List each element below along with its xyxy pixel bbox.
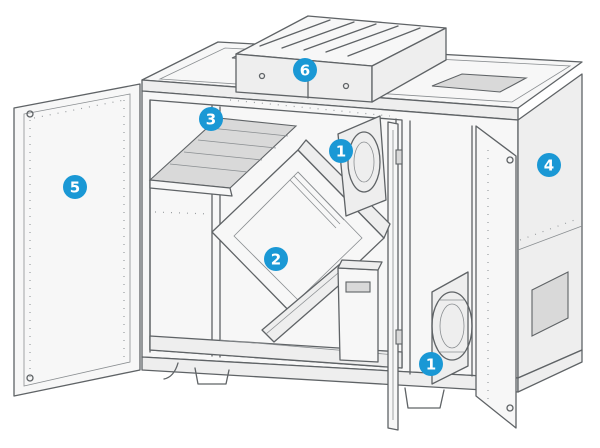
marker-5-circle xyxy=(63,175,87,199)
marker-1-lower-label: 1 xyxy=(426,356,436,374)
marker-5: 5 xyxy=(63,175,87,199)
left-door xyxy=(13,83,141,397)
marker-2-label: 2 xyxy=(271,251,281,269)
marker-2: 2 xyxy=(264,247,288,271)
callout-markers: 1 1 2 3 4 5 6 xyxy=(63,58,561,376)
centre-door xyxy=(387,121,403,431)
marker-3-label: 3 xyxy=(206,111,216,129)
filter-unit xyxy=(148,117,298,197)
right-door xyxy=(475,125,517,429)
marker-1-upper: 1 xyxy=(329,139,353,163)
marker-1-lower-circle xyxy=(419,352,443,376)
control-box xyxy=(337,259,383,363)
marker-1-upper-label: 1 xyxy=(336,143,346,161)
marker-5-label: 5 xyxy=(70,179,80,197)
marker-6: 6 xyxy=(293,58,317,82)
marker-6-circle xyxy=(293,58,317,82)
lower-fan xyxy=(431,271,473,385)
marker-4: 4 xyxy=(537,153,561,177)
upper-fan xyxy=(337,115,387,217)
marker-1-upper-circle xyxy=(329,139,353,163)
marker-2-circle xyxy=(264,247,288,271)
marker-4-circle xyxy=(537,153,561,177)
marker-3: 3 xyxy=(199,107,223,131)
marker-1-lower: 1 xyxy=(419,352,443,376)
marker-3-circle xyxy=(199,107,223,131)
marker-6-label: 6 xyxy=(300,62,310,80)
marker-4-label: 4 xyxy=(544,157,554,175)
